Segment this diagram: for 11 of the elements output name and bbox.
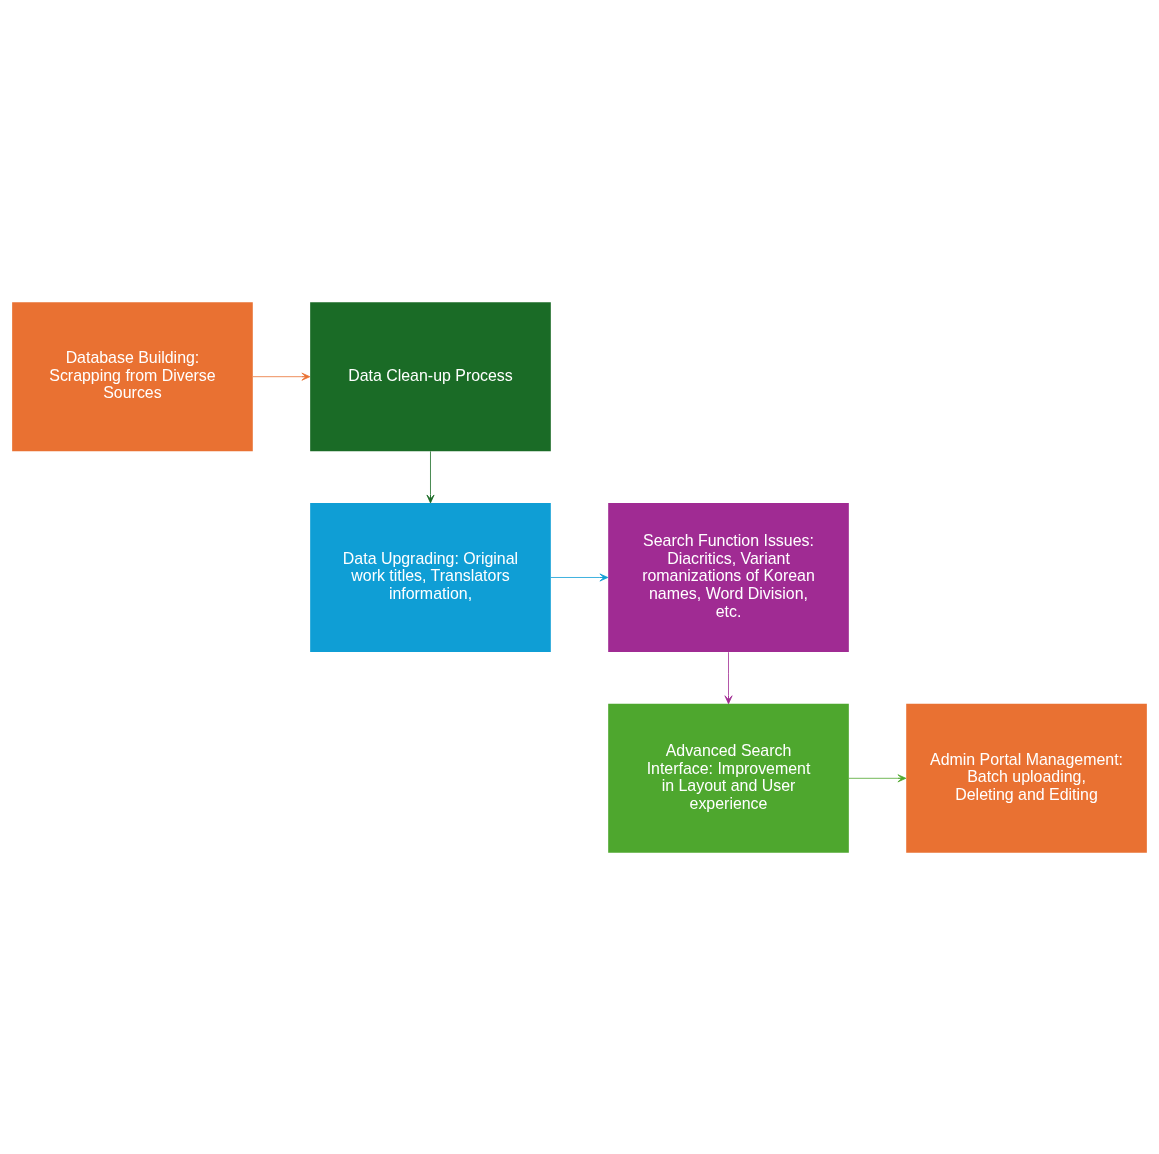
node-box: Advanced Search Interface: Improvement in Layout and User experience xyxy=(608,703,849,853)
arrow xyxy=(426,450,435,503)
arrow xyxy=(724,651,733,704)
node-box: Search Function Issues: Diacritics, Variant romanizations of Korean names, Word Division, etc. xyxy=(608,502,849,652)
arrow xyxy=(550,573,609,581)
node-box: Admin Portal Management: Batch uploading, Deleting and Editing xyxy=(906,703,1147,853)
node-box: Data Upgrading: Original work titles, Translators information, xyxy=(310,502,551,652)
arrow xyxy=(848,773,907,782)
node-box: Database Building: Scrapping from Diverse Sources xyxy=(12,301,253,451)
node-box: Data Clean-up Process xyxy=(310,301,551,451)
arrow xyxy=(252,372,311,381)
